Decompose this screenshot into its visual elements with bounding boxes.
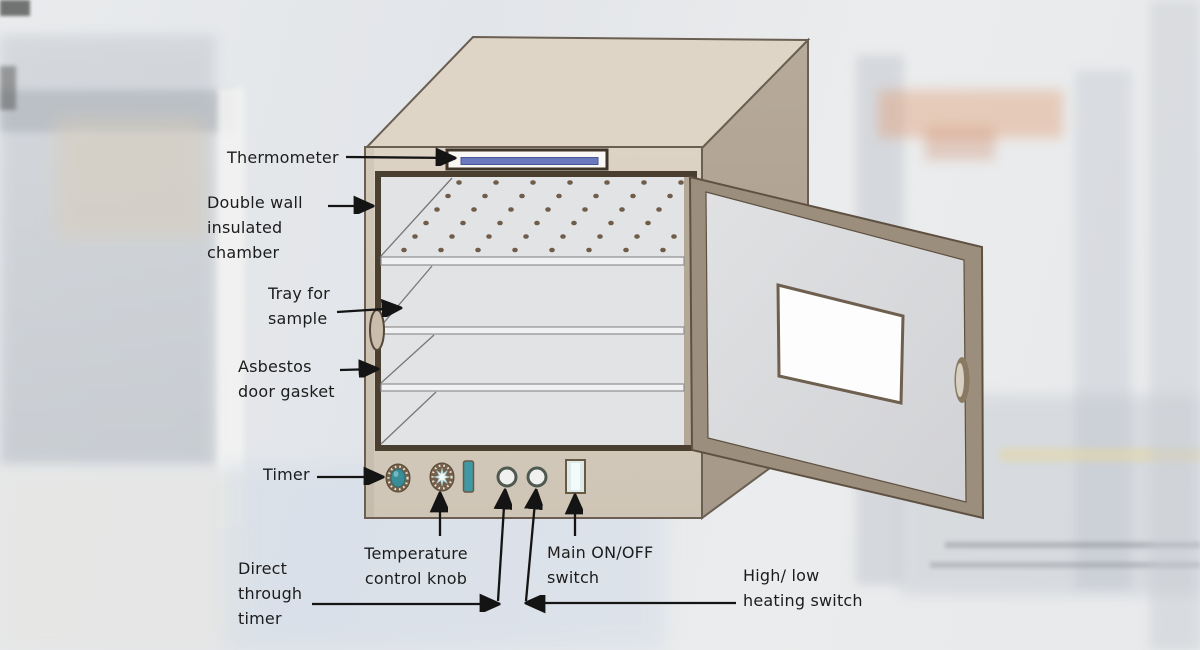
label-tray: Tray for sample xyxy=(268,284,330,328)
timer-knob xyxy=(385,463,411,493)
label-timer: Timer xyxy=(263,465,310,484)
label-main-switch: Main ON/OFF switch xyxy=(547,543,654,587)
label-temperature-knob: Temperature control knob xyxy=(364,544,468,588)
door-hinge xyxy=(369,309,385,351)
annotation-arrows xyxy=(312,157,736,604)
thermometer xyxy=(445,148,609,171)
direct-through-timer-knob xyxy=(496,466,518,488)
chamber-inner-wall xyxy=(684,177,693,445)
door-handle xyxy=(954,357,970,403)
arrow-thermometer xyxy=(345,157,454,158)
temperature-knob-star xyxy=(433,467,451,487)
label-double-wall: Double wall insulated chamber xyxy=(207,193,303,262)
control-panel xyxy=(385,459,586,494)
arrow-asbestos xyxy=(339,369,377,370)
tray-perforations xyxy=(401,180,684,253)
thermometer-bar xyxy=(460,157,599,165)
oven-door xyxy=(688,175,985,520)
label-asbestos: Asbestos door gasket xyxy=(238,357,335,401)
door-window xyxy=(776,283,905,405)
high-low-heating-knob xyxy=(526,466,548,488)
arrow-high-low-knob xyxy=(526,491,536,602)
arrow-direct-knob xyxy=(498,491,505,602)
insulated-chamber xyxy=(369,171,697,451)
chamber-interior xyxy=(381,177,685,445)
label-high-low: High/ low heating switch xyxy=(743,566,863,610)
label-thermometer: Thermometer xyxy=(227,148,339,167)
indicator-slot xyxy=(462,460,475,493)
main-on-off-switch xyxy=(565,459,586,494)
label-direct-through-timer: Direct through timer xyxy=(238,559,303,628)
arrow-tray xyxy=(336,308,400,312)
temperature-knob xyxy=(429,462,455,492)
